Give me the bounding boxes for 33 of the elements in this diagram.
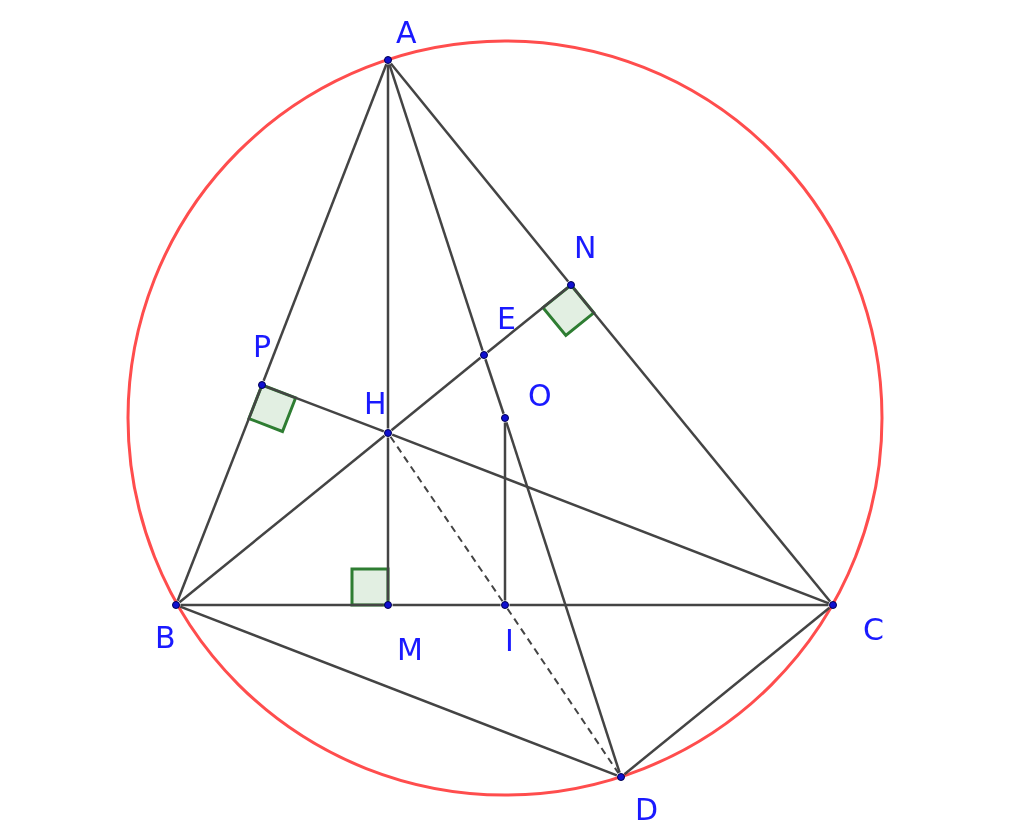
point-label: I (505, 626, 514, 656)
line-segment (178, 434, 386, 604)
line-segment (262, 63, 388, 382)
line-segment (389, 435, 504, 603)
line-segment (391, 433, 830, 605)
line-segment (505, 421, 621, 774)
line-segment (506, 607, 620, 775)
point-label: M (397, 635, 423, 665)
line-segment (486, 286, 569, 354)
line-segment (386, 437, 390, 601)
point-label: O (528, 381, 552, 411)
line-segment (503, 422, 507, 601)
line-segment (386, 64, 390, 429)
line-segment (388, 63, 484, 352)
point-label: D (635, 795, 659, 825)
line-segment (180, 603, 384, 607)
line-segment (265, 385, 385, 433)
line-segment (623, 606, 831, 776)
point-label: B (155, 623, 176, 653)
line-segment (176, 388, 262, 602)
line-segment (389, 62, 570, 283)
point-label: H (364, 389, 387, 419)
point-label: C (863, 615, 884, 645)
line-segment (484, 358, 505, 415)
line-segment (572, 287, 832, 603)
point-label: N (574, 233, 597, 263)
line-segment (390, 356, 482, 432)
line-segment (509, 603, 829, 607)
line-segment (179, 605, 618, 777)
point-label: P (253, 332, 272, 362)
point-label: A (396, 18, 417, 48)
line-segment (392, 603, 501, 607)
point-label: E (497, 304, 516, 334)
